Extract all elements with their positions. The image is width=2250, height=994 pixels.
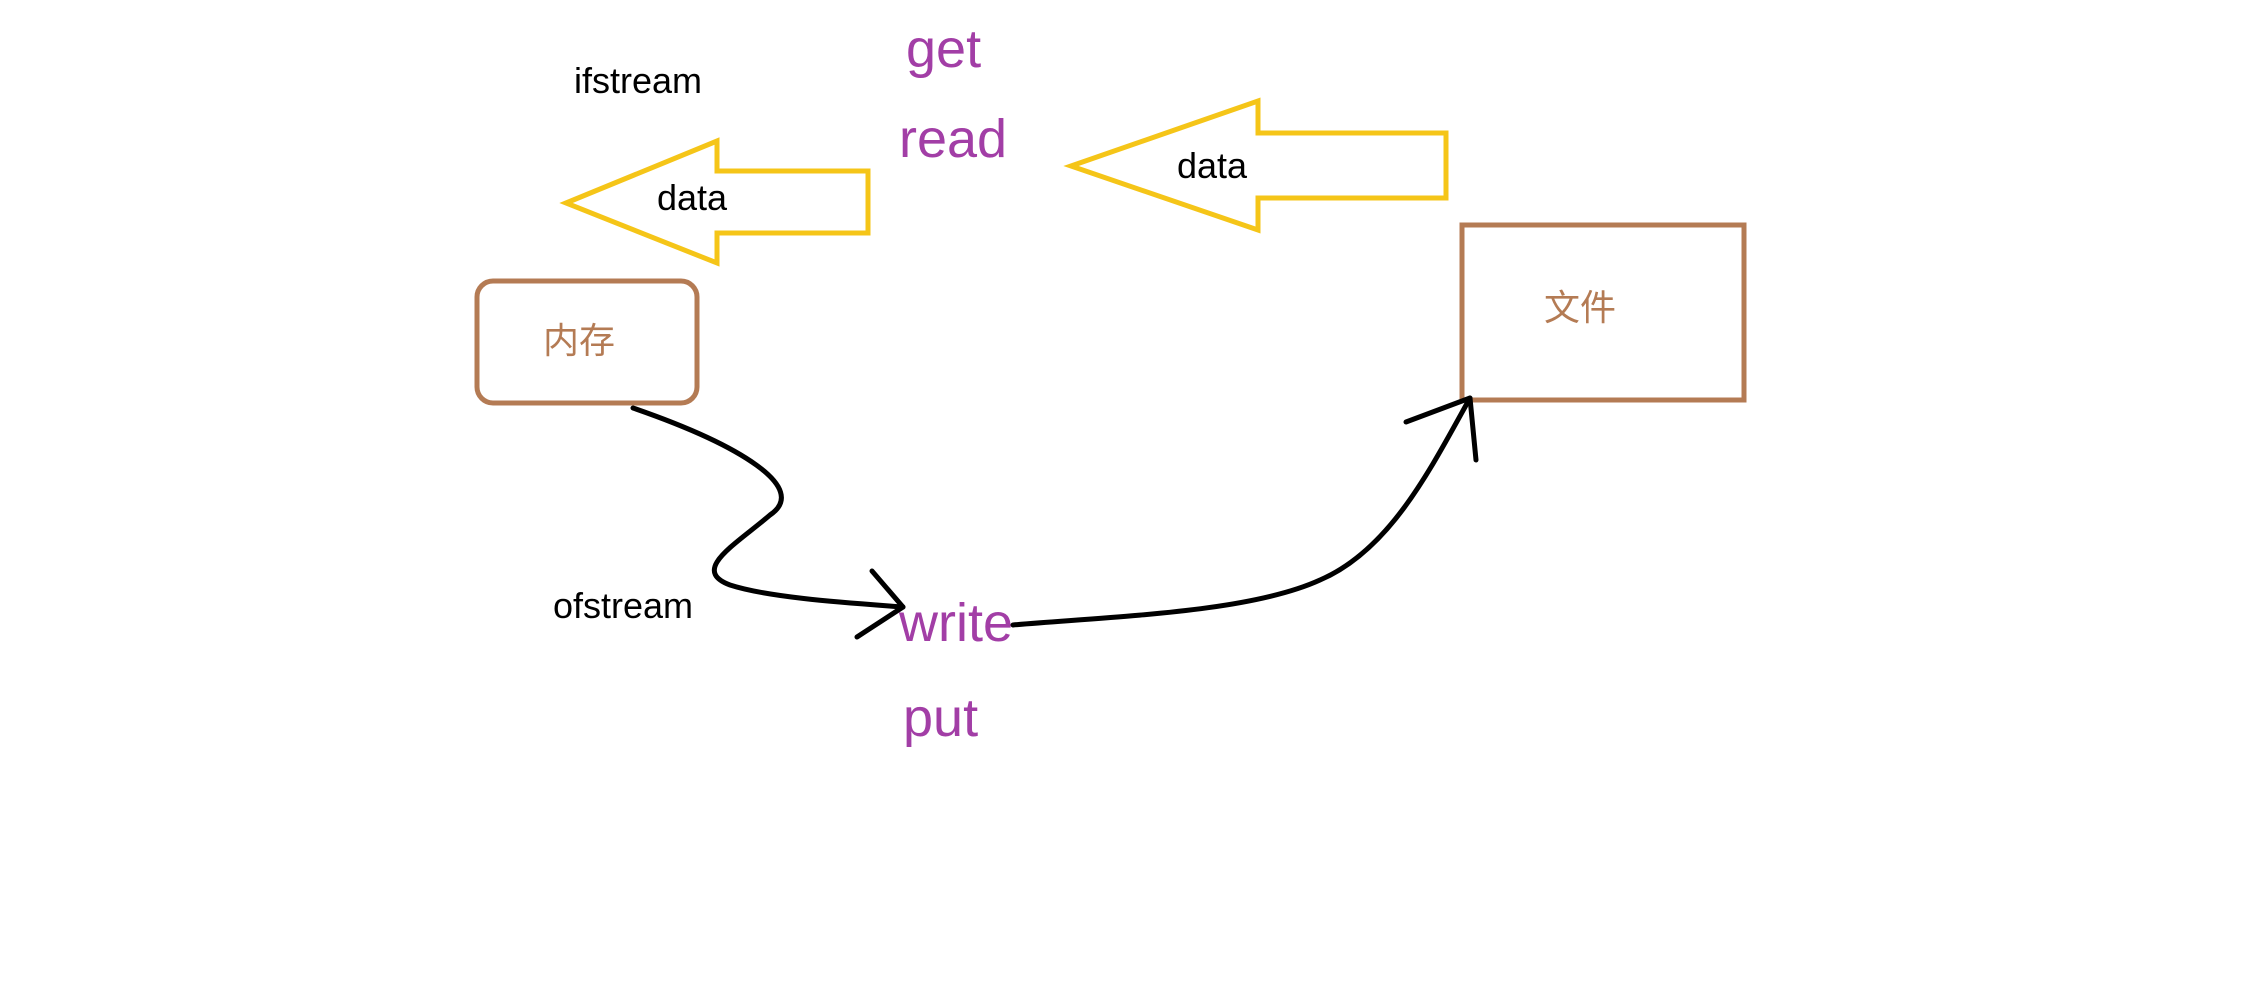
- write-label: write: [899, 593, 1014, 653]
- curve-memory-to-write: [630, 405, 906, 610]
- arrowhead-write: [854, 568, 906, 640]
- put-label: put: [903, 688, 979, 748]
- curve-write-to-file: [1010, 395, 1473, 628]
- data-label-right: data: [1177, 145, 1248, 186]
- data-arrow-right: [1063, 97, 1449, 234]
- file-box: [1459, 222, 1747, 403]
- read-label: read: [899, 109, 1008, 169]
- ifstream-label: ifstream: [574, 60, 703, 101]
- get-label: get: [906, 19, 982, 79]
- memory-label: 内存: [543, 321, 616, 362]
- memory-box: [474, 278, 700, 406]
- ofstream-label: ofstream: [553, 585, 694, 626]
- data-arrow-left: [559, 137, 871, 267]
- arrowhead-file: [1403, 395, 1479, 463]
- file-label: 文件: [1544, 288, 1617, 329]
- data-label-left: data: [657, 177, 728, 218]
